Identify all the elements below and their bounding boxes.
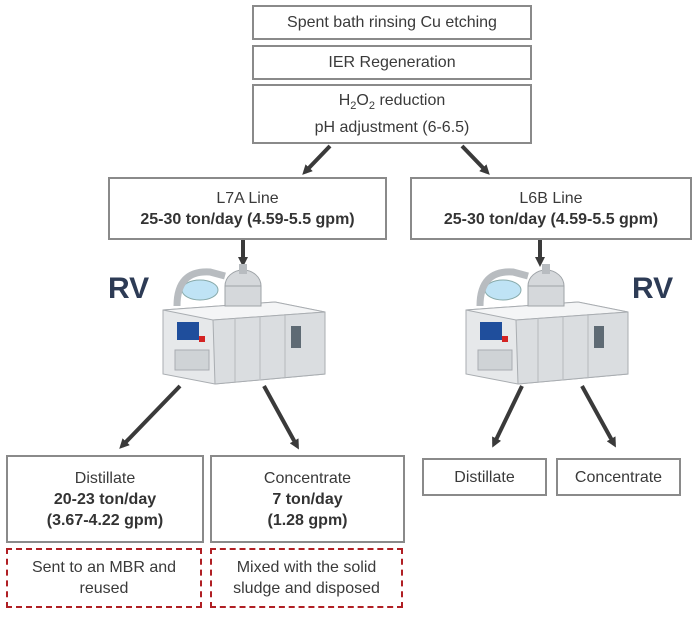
- step-ier-regeneration-label: IER Regeneration: [328, 54, 456, 71]
- right-concentrate-title: Concentrate: [574, 468, 663, 486]
- l7a-line-title: L7A Line: [216, 189, 279, 207]
- concentrate-fate-box: Mixed with the solid sludge and disposed: [210, 548, 403, 608]
- left-concentrate-box: Concentrate 7 ton/day (1.28 gpm): [210, 455, 405, 543]
- step-h2o2-line1: H2O2 reduction: [338, 91, 446, 113]
- l6b-line-title: L6B Line: [519, 189, 583, 207]
- arrow-to-right-concentrate: [580, 385, 616, 448]
- left-concentrate-flow-ton: 7 ton/day: [272, 490, 343, 508]
- arrow-to-left-concentrate: [262, 385, 299, 450]
- l7a-line-flow: 25-30 ton/day (4.59-5.5 gpm): [140, 210, 355, 228]
- rv-machine-right: [465, 264, 629, 385]
- step-h2o2-reduction: H2O2 reduction pH adjustment (6-6.5): [252, 84, 532, 144]
- arrow-to-left-distillate: [119, 384, 182, 449]
- distillate-fate-box: Sent to an MBR and reused: [6, 548, 202, 608]
- step-ph-adjustment: pH adjustment (6-6.5): [314, 119, 470, 137]
- left-distillate-title: Distillate: [74, 469, 136, 487]
- right-concentrate-box: Concentrate: [556, 458, 681, 496]
- arrow-to-right-distillate: [492, 385, 524, 448]
- l7a-line-box: L7A Line 25-30 ton/day (4.59-5.5 gpm): [108, 177, 387, 240]
- concentrate-fate-text: Mixed with the solid sludge and disposed: [233, 559, 380, 597]
- l6b-line-box: L6B Line 25-30 ton/day (4.59-5.5 gpm): [410, 177, 692, 240]
- rv-label-right: RV: [632, 272, 674, 305]
- rv-machine-left: [162, 264, 326, 385]
- arrow-to-l7a: [302, 144, 332, 175]
- distillate-fate-text: Sent to an MBR and reused: [31, 559, 177, 597]
- left-distillate-flow-ton: 20-23 ton/day: [53, 490, 157, 508]
- right-distillate-title: Distillate: [454, 468, 515, 486]
- rv-label-left: RV: [108, 272, 150, 305]
- evaporator-illustration: [162, 264, 326, 385]
- l6b-line-flow: 25-30 ton/day (4.59-5.5 gpm): [443, 210, 659, 228]
- left-concentrate-title: Concentrate: [263, 469, 352, 487]
- left-distillate-box: Distillate 20-23 ton/day (3.67-4.22 gpm): [6, 455, 204, 543]
- evaporator-illustration: [465, 264, 629, 385]
- step-ier-regeneration: IER Regeneration: [252, 45, 532, 80]
- right-distillate-box: Distillate: [422, 458, 547, 496]
- step-spent-bath-label: Spent bath rinsing Cu etching: [287, 14, 497, 31]
- step-spent-bath: Spent bath rinsing Cu etching: [252, 5, 532, 40]
- left-distillate-flow-gpm: (3.67-4.22 gpm): [46, 511, 164, 529]
- arrow-to-l6b: [460, 144, 490, 175]
- left-concentrate-flow-gpm: (1.28 gpm): [267, 511, 348, 529]
